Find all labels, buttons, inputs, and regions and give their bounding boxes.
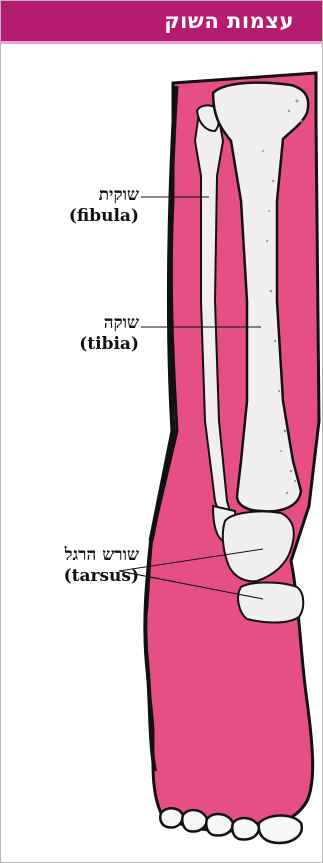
label-fibula: שוקית (fibula) [49,185,139,228]
toe-2 [182,810,207,831]
label-tarsus-latin: (tarsus) [21,566,139,587]
label-tarsus-hebrew: שורש הרגל [21,545,139,566]
calcaneus-bone [238,583,303,623]
label-tibia-hebrew: שוקה [49,313,139,334]
label-tarsus: שורש הרגל (tarsus) [21,545,139,588]
label-fibula-hebrew: שוקית [49,185,139,206]
toe-5 [259,816,302,844]
label-fibula-latin: (fibula) [49,206,139,227]
label-tibia-latin: (tibia) [49,334,139,355]
label-tibia: שוקה (tibia) [49,313,139,356]
toe-1 [160,808,183,827]
toe-3 [206,814,233,835]
toe-4 [232,818,259,839]
